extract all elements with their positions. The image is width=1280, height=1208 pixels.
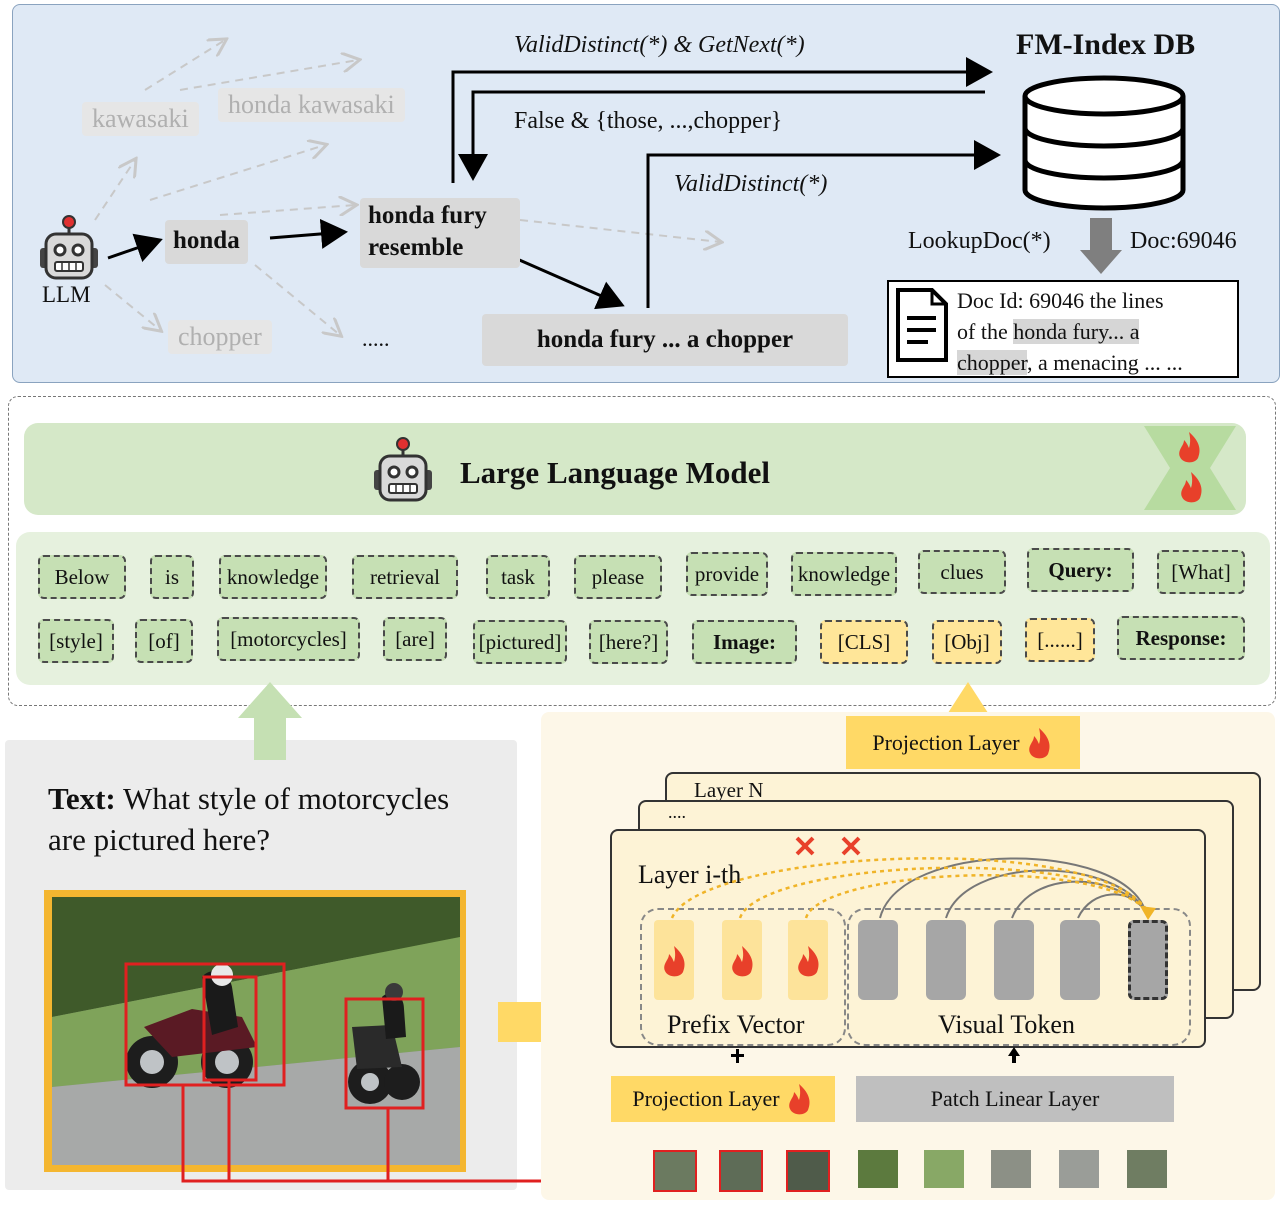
image-patch-thumbnail [1127,1150,1167,1188]
doc-line-2: of the honda fury... a [957,316,1183,347]
object-crop-thumbnail [786,1150,830,1192]
flame-icon [664,946,819,977]
prefix-vector-cell [788,920,828,1000]
llm-bar [24,423,1246,515]
generated-sequence-chip: honda fury ... a chopper [482,314,848,366]
prompt-token: [of] [135,619,193,663]
visual-token-cell [858,920,898,1000]
text-prompt-question: What style of motorcycles [115,781,450,816]
call-validdistinct: ValidDistinct(*) [674,171,828,197]
patch-linear-layer: Patch Linear Layer [856,1076,1174,1122]
document-icon [896,288,948,362]
token-honda-fury-resemble: honda fury resemble [360,198,520,268]
doc-line-1: Doc Id: 69046 the lines [957,288,1164,313]
call-validdistinct-getnext: ValidDistinct(*) & GetNext(*) [514,32,805,58]
prompt-token: [pictured] [473,620,567,664]
visual-token-cell [926,920,966,1000]
ghost-token-honda-kawasaki: honda kawasaki [218,88,405,122]
prompt-token: task [486,555,550,599]
lookupdoc-label: LookupDoc(*) [908,228,1051,254]
layer-dots: .... [668,802,686,822]
doc-line-2-plain: of the [957,319,1014,344]
visual-token-label: Visual Token [938,1010,1075,1039]
flame-icon [788,1084,810,1115]
prompt-token-response: Response: [1117,616,1245,660]
layer-i-label: Layer i-th [638,860,742,889]
llm-title: Large Language Model [460,455,770,490]
prompt-token-image: Image: [692,620,797,664]
projection-layer-top: Projection Layer [846,716,1080,769]
object-crop-thumbnail [653,1150,697,1192]
doc-highlight-1: honda fury... a [1013,319,1140,344]
token-honda: honda [165,220,248,264]
image-patch-thumbnail [858,1150,898,1188]
image-token-obj: [Obj] [932,620,1002,664]
doc-highlight-2: chopper [957,350,1027,375]
prefix-vector-label: Prefix Vector [667,1010,805,1039]
image-patch-thumbnail [991,1150,1031,1188]
chip-line-2: resemble [368,234,464,261]
object-crop-thumbnail [719,1150,763,1192]
visual-token-cell [994,920,1034,1000]
retrieval-arrows [94,0,1122,400]
flame-icon [1028,727,1050,758]
prompt-token: [are] [383,617,447,661]
database-icon [1022,75,1186,211]
prefix-vector-cell [654,920,694,1000]
doc-id-label: Doc:69046 [1130,228,1237,254]
motorcycle-photo [52,897,460,1165]
image-token-cls: [CLS] [820,620,908,664]
text-prompt-line-1: Text: What style of motorcycles [48,778,508,819]
prompt-token: [What] [1157,550,1245,594]
visual-token-cell [1060,920,1100,1000]
visual-token-cell-target [1128,920,1168,1000]
prompt-token: provide [686,552,768,596]
prompt-token: [here?] [589,620,668,664]
prompt-token: retrieval [352,555,458,599]
prefix-vector-cell [722,920,762,1000]
projection-layer-bottom-label: Projection Layer [632,1086,780,1111]
ghost-token-chopper: chopper [168,320,272,354]
projection-layer-bottom: Projection Layer [611,1076,835,1122]
text-prompt-label: Text: [48,781,116,816]
prompt-token: please [574,555,662,599]
prompt-token: knowledge [219,555,327,599]
document-text: Doc Id: 69046 the lines of the honda fur… [957,285,1183,378]
doc-line-3: chopper, a menacing ... ... [957,347,1183,378]
image-token-ellipsis: [......] [1025,618,1095,662]
prompt-token: [style] [38,619,114,663]
prompt-token: knowledge [791,552,897,596]
llm-label: LLM [42,282,91,307]
prompt-token: [motorcycles] [217,617,360,661]
prompt-token: Below [38,555,126,599]
trainable-flame-icon [1144,426,1236,510]
robot-icon [40,215,98,280]
prompt-token: is [150,555,194,599]
ghost-token-kawasaki: kawasaki [82,102,199,136]
return-false-tokens: False & {those, ...,chopper} [514,108,783,134]
db-title: FM-Index DB [1016,28,1196,61]
layer-n-label: Layer N [694,778,764,802]
chip-line-1: honda fury [368,202,487,229]
robot-icon [374,437,432,502]
image-patch-thumbnail [1059,1150,1099,1188]
ellipsis: ..... [362,326,390,351]
doc-line-3-plain: , a menacing ... ... [1026,350,1183,375]
image-patch-thumbnail [924,1150,964,1188]
text-prompt-line-2: are pictured here? [48,822,271,857]
projection-layer-top-label: Projection Layer [872,729,1020,755]
prompt-token-query: Query: [1027,548,1134,592]
prompt-token: clues [918,550,1006,594]
text-prompt: Text: What style of motorcycles are pict… [48,778,508,860]
